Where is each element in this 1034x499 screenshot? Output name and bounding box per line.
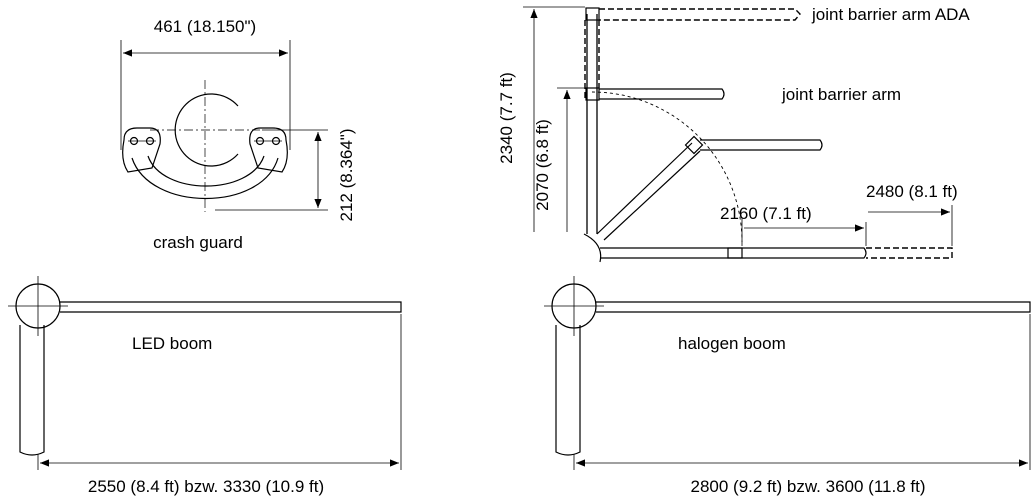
crash-guard-outer-arc <box>131 157 279 200</box>
arm-height-dim: 2070 (6.8 ft) <box>533 119 552 211</box>
diagonal-arm-joint <box>684 135 704 155</box>
crash-guard-drawing: 461 (18.150") 212 (8.364") crash guard <box>120 17 356 252</box>
barrier-arm-horizontal <box>600 247 867 259</box>
led-boom-dim: 2550 (8.4 ft) bzw. 3330 (10.9 ft) <box>88 477 324 496</box>
crash-guard-inner-arc <box>147 155 265 187</box>
halogen-boom-arm <box>596 301 1031 313</box>
barrier-base-curve <box>583 233 602 263</box>
barrier-arm-upright <box>599 88 725 100</box>
horizontal-arm-joint <box>727 247 743 259</box>
ada-extension-dashed <box>866 247 953 259</box>
halogen-boom-label: halogen boom <box>678 334 786 353</box>
barrier-arm-folded <box>700 139 823 151</box>
halogen-boom-post <box>555 325 581 456</box>
led-boom-post <box>19 325 45 456</box>
led-boom-label: LED boom <box>132 334 212 353</box>
barrier-arm-drawing: joint barrier arm ADA joint barrier arm … <box>497 5 970 263</box>
crash-guard-right-lug <box>249 127 288 173</box>
crash-guard-left-lug <box>122 127 161 173</box>
ada-arm-label: joint barrier arm ADA <box>811 5 970 24</box>
arm-length-dim: 2160 (7.1 ft) <box>720 204 812 223</box>
arm-joint <box>585 87 600 101</box>
halogen-boom-drawing: halogen boom 2800 (9.2 ft) bzw. 3600 (11… <box>544 276 1031 496</box>
led-boom-drawing: LED boom 2550 (8.4 ft) bzw. 3330 (10.9 f… <box>8 276 402 496</box>
crash-guard-label: crash guard <box>153 233 243 252</box>
crash-guard-width-dim: 461 (18.150") <box>154 17 256 36</box>
barrier-arm-diagonal-lower-edge <box>603 150 701 241</box>
swing-arc <box>591 91 743 243</box>
ada-length-dim: 2480 (8.1 ft) <box>866 182 958 201</box>
barrier-arm-label: joint barrier arm <box>781 85 901 104</box>
ada-arm-dashed-outline <box>599 8 801 21</box>
led-boom-arm <box>60 301 402 313</box>
halogen-boom-dim: 2800 (9.2 ft) bzw. 3600 (11.8 ft) <box>691 477 926 496</box>
ada-arm-joint <box>585 7 600 21</box>
barrier-arm-diagonal-upper-edge <box>596 142 693 235</box>
ada-height-dim: 2340 (7.7 ft) <box>497 72 516 164</box>
crash-guard-height-dim: 212 (8.364") <box>337 129 356 222</box>
